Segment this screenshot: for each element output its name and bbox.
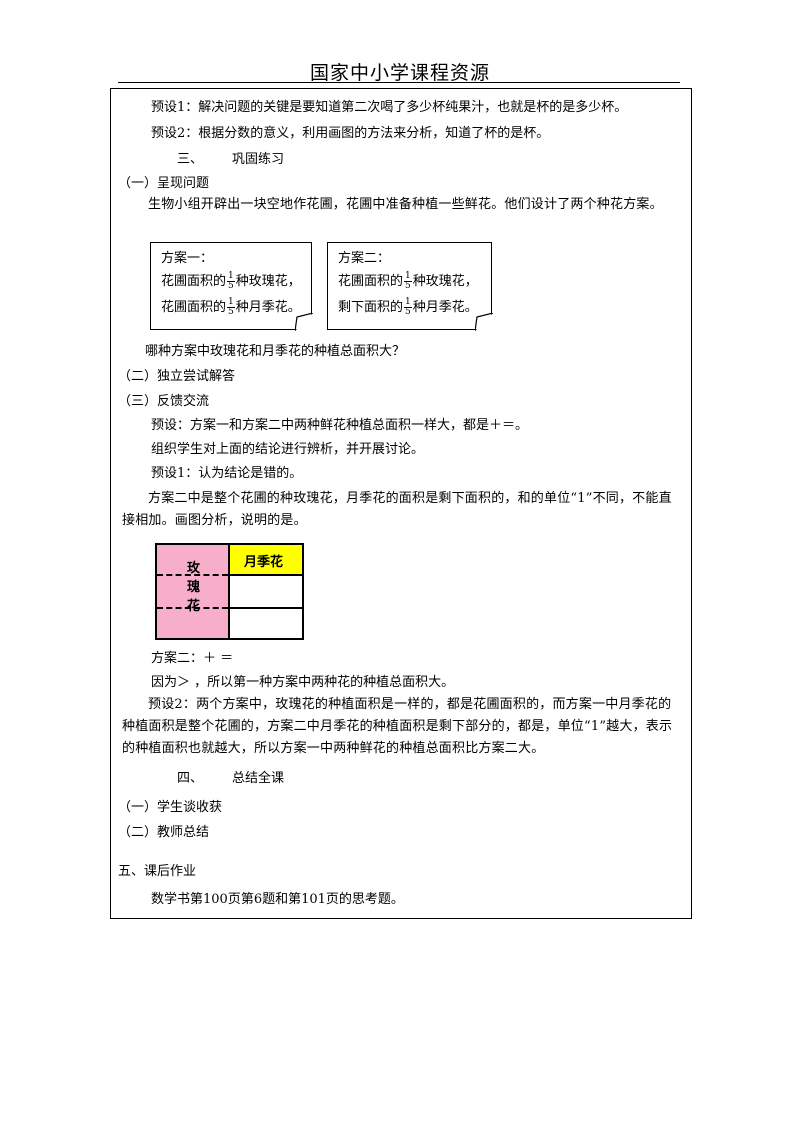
section-4-number: 四、 — [177, 771, 204, 786]
plan-two-line-1-suffix: 种玫瑰花， — [412, 274, 478, 289]
homework-text: 数学书第100页第6题和第101页的思考题。 — [151, 892, 404, 907]
preset-1-text: 预设1：解决问题的关键是要知道第二次喝了多少杯纯果汁，也就是杯的是多少杯。 — [151, 100, 628, 115]
fraction-numerator: 1 — [404, 271, 412, 282]
problem-statement: 生物小组开辟出一块空地作花圃，花圃中准备种植一些鲜花。他们设计了两个种花方案。 — [148, 197, 663, 212]
summary-student-gains: （一）学生谈收获 — [118, 800, 223, 815]
section-3-title: 巩固练习 — [232, 152, 285, 167]
analysis-paragraph: 方案二中是整个花圃的种玫瑰花，月季花的面积是剩下面积的，和的单位“1”不同，不能… — [122, 491, 672, 528]
comparison-question: 哪种方案中玫瑰花和月季花的种植总面积大？ — [145, 344, 406, 359]
plan-one-line-2-prefix: 花圃面积的 — [161, 300, 227, 315]
moon-flower-label: 月季花 — [244, 555, 284, 570]
subsection-feedback: （三）反馈交流 — [118, 394, 210, 409]
preset-equal-area: 预设：方案一和方案二中两种鲜花种植总面积一样大，都是＋＝。 — [151, 418, 529, 433]
plan-two-line-1-prefix: 花圃面积的 — [338, 274, 404, 289]
plan-two-title: 方案二： — [338, 251, 391, 266]
header-divider — [118, 82, 680, 83]
summary-teacher: （二）教师总结 — [118, 825, 210, 840]
plan-two-line-2-prefix: 剩下面积的 — [338, 300, 404, 315]
plan-one-line-2-suffix: 种月季花。 — [235, 300, 301, 315]
page-header-title: 国家中小学课程资源 — [309, 62, 490, 84]
rose-area: 玫瑰花 — [155, 543, 230, 640]
moon-flower-cell: 月季花 — [230, 545, 302, 576]
because-statement: 因为＞ ，所以第一种方案中两种花的种植总面积大。 — [151, 675, 455, 690]
dashed-divider — [157, 607, 228, 609]
organize-discussion: 组织学生对上面的结论进行辨析，并开展讨论。 — [151, 442, 425, 457]
area-grid-diagram: 玫瑰花 月季花 — [155, 543, 304, 640]
content-frame — [110, 88, 692, 919]
section-3-number: 三、 — [177, 152, 204, 167]
fraction-denominator: 5 — [228, 307, 234, 317]
preset-2-paragraph: 预设2：两个方案中，玫瑰花的种植面积是一样的，都是花圃面积的，而方案一中月季花的… — [122, 697, 673, 756]
grid-divider — [230, 607, 302, 609]
subsection-independent-attempt: （二）独立尝试解答 — [118, 369, 236, 384]
page-fold-icon — [475, 313, 493, 331]
plan-one-title: 方案一： — [161, 251, 214, 266]
fraction-numerator: 1 — [404, 297, 412, 308]
rose-label: 玫瑰花 — [187, 561, 201, 614]
plan-one-line-1-prefix: 花圃面积的 — [161, 274, 227, 289]
dashed-divider — [157, 574, 228, 576]
fraction-denominator: 5 — [405, 307, 411, 317]
preset-conclusion-wrong: 预设1：认为结论是错的。 — [151, 466, 303, 481]
plan-one-line-1-suffix: 种玫瑰花， — [235, 274, 301, 289]
plan-two-line-2-suffix: 种月季花。 — [412, 300, 478, 315]
fraction-denominator: 5 — [405, 281, 411, 291]
preset-2-text: 预设2：根据分数的意义，利用画图的方法来分析，知道了杯的是杯。 — [151, 126, 550, 141]
page-fold-icon — [295, 313, 313, 331]
plan-two-calculation: 方案二：＋ ＝ — [151, 651, 234, 666]
moon-area: 月季花 — [228, 543, 304, 640]
section-4-title: 总结全课 — [232, 771, 285, 786]
fraction-numerator: 1 — [227, 271, 235, 282]
fraction-denominator: 5 — [228, 281, 234, 291]
fraction-numerator: 1 — [227, 297, 235, 308]
subsection-present-problem: （一）呈现问题 — [118, 176, 210, 191]
section-5-homework: 五、课后作业 — [118, 864, 197, 879]
